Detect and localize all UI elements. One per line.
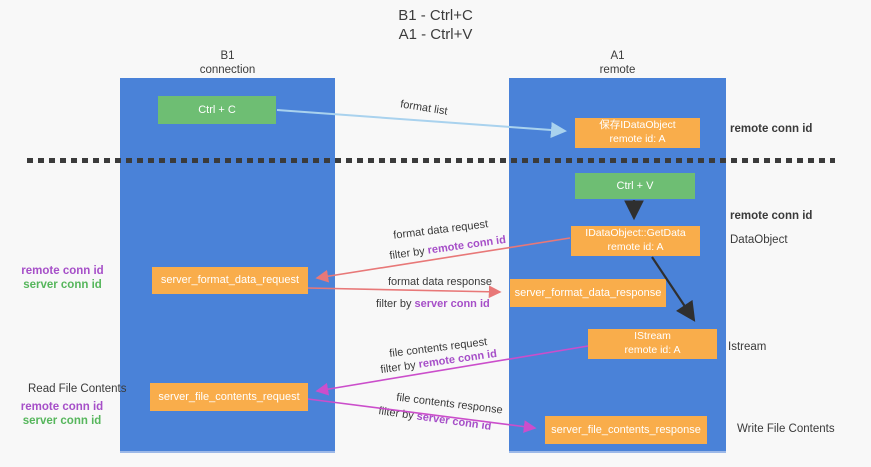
- left-conn-id-labels-top: remote conn id server conn id: [10, 264, 115, 293]
- right-dataobject-label: DataObject: [730, 234, 788, 246]
- ctrl-c-label: Ctrl + C: [198, 103, 236, 116]
- session-divider-dashed-line: [27, 158, 835, 163]
- ctrl-v-box: Ctrl + V: [575, 173, 695, 199]
- left-conn-id-labels-bottom: remote conn id server conn id: [12, 400, 112, 429]
- save-dataobject-box: 保存IDataObject remote id: A: [575, 118, 700, 148]
- ctrl-v-label: Ctrl + V: [616, 179, 654, 192]
- left-remote-conn-id-label-1: remote conn id: [21, 265, 104, 277]
- getdata-line1: IDataObject::GetData: [585, 227, 686, 240]
- left-column-name: B1: [220, 50, 235, 62]
- filter-by-server-conn-id-label-1: filter by server conn id: [376, 298, 490, 310]
- left-column-header: B1 connection: [120, 50, 335, 78]
- right-istream-label: Istream: [728, 341, 767, 353]
- read-file-contents-label: Read File Contents: [28, 383, 127, 395]
- right-column-role: remote: [599, 63, 636, 76]
- left-server-conn-id-label-2: server conn id: [22, 415, 102, 428]
- format-list-label: format list: [399, 98, 449, 118]
- istream-box: IStream remote id: A: [588, 329, 717, 359]
- left-column-role: connection: [199, 63, 256, 76]
- server-format-data-response-box: server_format_data_response: [510, 279, 666, 307]
- right-remote-conn-id-label-1: remote conn id: [730, 123, 813, 135]
- diagram-title: B1 - Ctrl+C A1 - Ctrl+V: [0, 6, 871, 44]
- idataobject-getdata-box: IDataObject::GetData remote id: A: [571, 226, 700, 256]
- right-remote-conn-id-label-2: remote conn id: [730, 210, 813, 222]
- right-write-file-contents-label: Write File Contents: [737, 423, 835, 435]
- server-file-contents-request-box: server_file_contents_request: [150, 383, 308, 411]
- istream-line1: IStream: [634, 330, 671, 343]
- server-conn-id-text: server conn id: [414, 298, 490, 310]
- server-format-data-request-label: server_format_data_request: [160, 274, 300, 287]
- filter-by-text: filter by: [377, 405, 415, 422]
- left-remote-conn-id-label-2: remote conn id: [20, 401, 104, 413]
- filter-by-text: filter by: [388, 245, 426, 263]
- server-format-data-response-label: server_format_data_response: [514, 286, 662, 299]
- server-file-contents-request-label: server_file_contents_request: [158, 390, 300, 403]
- format-data-response-label: format data response: [388, 276, 492, 288]
- ctrl-c-box: Ctrl + C: [158, 96, 276, 124]
- right-column-header: A1 remote: [509, 50, 726, 78]
- diagram-title-line1: B1 - Ctrl+C: [398, 7, 473, 24]
- diagram-title-line2: A1 - Ctrl+V: [398, 26, 473, 44]
- left-server-conn-id-label-1: server conn id: [23, 279, 102, 292]
- remote-conn-id-text: remote conn id: [426, 233, 507, 257]
- server-file-contents-response-box: server_file_contents_response: [545, 416, 707, 444]
- getdata-line2: remote id: A: [607, 241, 664, 253]
- server-format-data-request-box: server_format_data_request: [152, 267, 308, 294]
- filter-by-text: filter by: [379, 359, 417, 377]
- save-dataobject-line2: remote id: A: [609, 133, 666, 145]
- filter-by-text: filter by: [376, 298, 412, 310]
- save-dataobject-line1: 保存IDataObject: [599, 119, 676, 132]
- format-data-response-arrow: [307, 285, 502, 299]
- right-column-name: A1: [610, 50, 625, 62]
- server-file-contents-response-label: server_file_contents_response: [551, 423, 701, 436]
- istream-line2: remote id: A: [624, 344, 681, 356]
